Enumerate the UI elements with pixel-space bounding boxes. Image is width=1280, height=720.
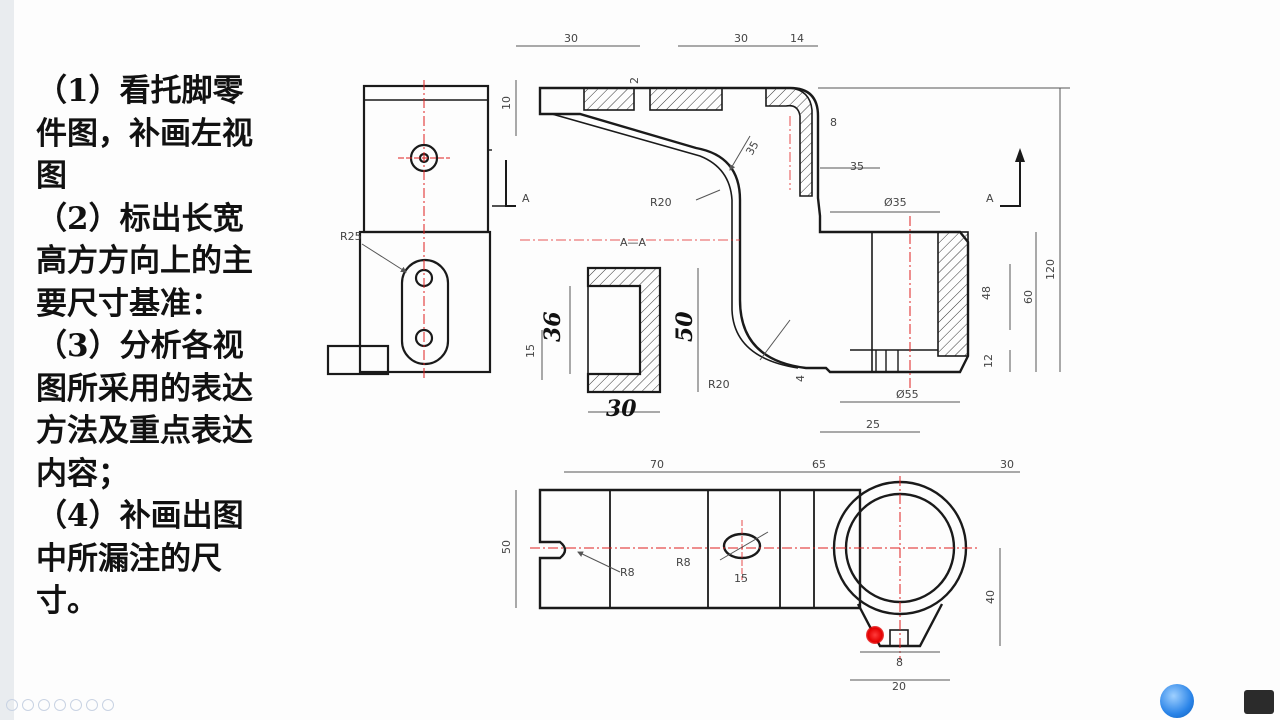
left-view-slot: [400, 258, 450, 366]
dim-2: 2: [628, 77, 641, 84]
dim-r8-b: R8: [676, 556, 691, 569]
cut-arrow-left: [505, 160, 516, 207]
player-controls[interactable]: [6, 696, 126, 711]
task-item-1: （1）看托脚零件图，补画左视图: [36, 73, 253, 194]
dim-r8-a: R8: [620, 566, 635, 579]
front-view: [538, 86, 970, 374]
player-dot[interactable]: [102, 699, 114, 711]
dim-30-section: 30: [606, 396, 637, 422]
section-label: A—A: [620, 236, 647, 249]
left-view-upper-block: [362, 84, 490, 234]
player-dot[interactable]: [22, 699, 34, 711]
dim-4: 4: [794, 375, 807, 382]
left-view-foot: [326, 344, 390, 376]
dim-40: 40: [984, 590, 997, 604]
cut-arrow-right: [1000, 154, 1021, 207]
dim-top-14: 14: [790, 32, 804, 45]
dim-12: 12: [982, 354, 995, 368]
dim-top-left-30: 30: [564, 32, 578, 45]
dim-r20-lower: R20: [708, 378, 730, 391]
dim-65: 65: [812, 458, 826, 471]
player-dot[interactable]: [6, 699, 18, 711]
dim-35: 35: [850, 160, 864, 173]
dim-50-top: 50: [500, 540, 513, 554]
dim-70: 70: [650, 458, 664, 471]
dim-r25: R25: [340, 230, 362, 243]
dim-10: 10: [500, 96, 513, 110]
dim-25: 25: [866, 418, 880, 431]
player-dot[interactable]: [38, 699, 50, 711]
task-item-3: （3）分析各视图所采用的表达方法及重点表达内容；: [36, 328, 253, 492]
dim-8-top: 8: [896, 656, 903, 669]
laser-pointer: [866, 626, 884, 644]
player-dot[interactable]: [70, 699, 82, 711]
cut-label-left: A: [522, 192, 530, 205]
dim-15-top: 15: [734, 572, 748, 585]
dim-60: 60: [1022, 290, 1035, 304]
dim-120: 120: [1044, 259, 1057, 280]
corner-button[interactable]: [1244, 690, 1274, 714]
task-list: （1）看托脚零件图，补画左视图 （2）标出长宽高方方向上的主要尺寸基准： （3）…: [36, 70, 266, 623]
assistant-orb-icon[interactable]: [1160, 684, 1194, 718]
dim-top-right-30: 30: [734, 32, 748, 45]
left-view-lower-block: [358, 230, 492, 374]
dim-r35: 35: [743, 139, 761, 158]
dim-r20-upper: R20: [650, 196, 672, 209]
engineering-drawing: R25 A 15 30 30 14: [326, 32, 1070, 693]
dim-50: 50: [672, 311, 698, 342]
player-dot[interactable]: [54, 699, 66, 711]
cut-label-right: A: [986, 192, 994, 205]
dim-8: 8: [830, 116, 837, 129]
task-item-2: （2）标出长宽高方方向上的主要尺寸基准：: [36, 200, 253, 322]
dim-30-top: 30: [1000, 458, 1014, 471]
dim-36: 36: [540, 311, 566, 342]
dim-20: 20: [892, 680, 906, 693]
dim-dia35: Ø35: [884, 196, 907, 209]
section-a-a: [586, 266, 662, 394]
front-view-outline: [538, 86, 970, 374]
dim-dia55: Ø55: [896, 388, 919, 401]
dim-15-left: 15: [524, 344, 537, 358]
dim-48: 48: [980, 286, 993, 300]
player-dot[interactable]: [86, 699, 98, 711]
task-item-4: （4）补画出图中所漏注的尺寸。: [36, 498, 244, 619]
